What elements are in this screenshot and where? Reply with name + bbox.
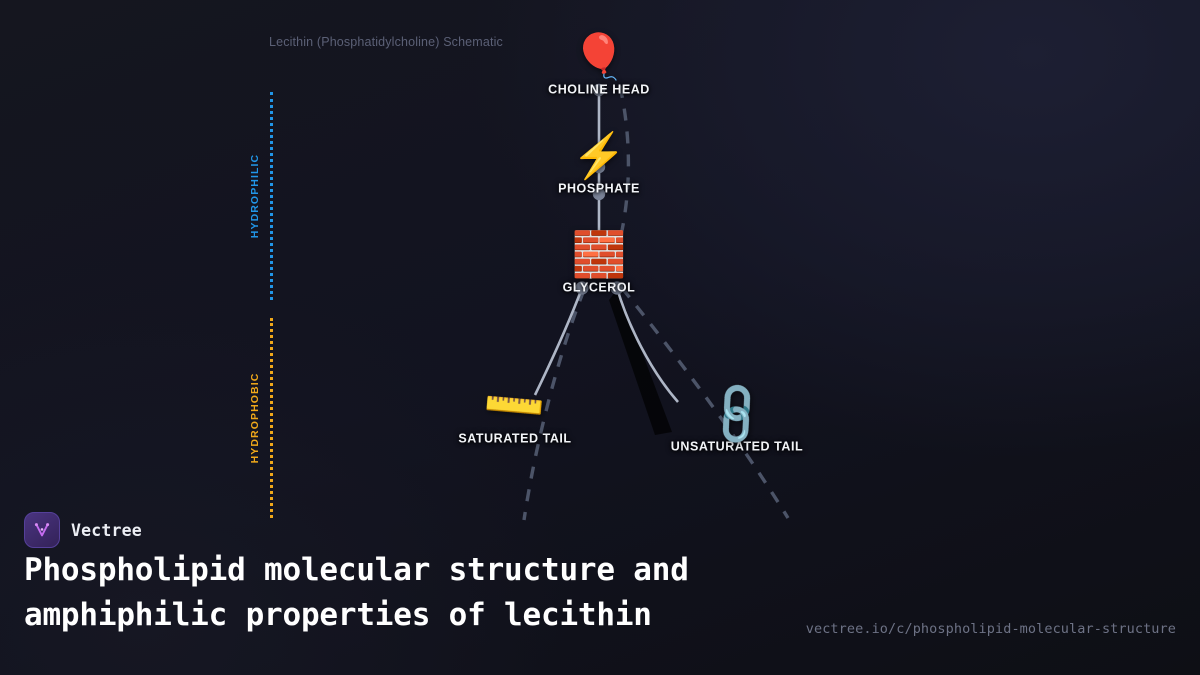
node-choline-head[interactable]: 🎈 CHOLINE HEAD bbox=[548, 32, 650, 97]
balloon-icon: 🎈 bbox=[571, 32, 627, 82]
anchor-dot bbox=[592, 187, 606, 201]
anchor-dot bbox=[592, 83, 606, 97]
anchor-dot bbox=[592, 160, 606, 174]
zone-dotted-line bbox=[270, 318, 273, 518]
node-label: CHOLINE HEAD bbox=[548, 82, 650, 97]
lightning-icon: ⚡ bbox=[571, 131, 627, 181]
tail-shadow-wedge bbox=[609, 288, 672, 435]
guide-curve-head bbox=[610, 85, 631, 269]
brick-wall-icon: 🧱 bbox=[571, 230, 627, 280]
guide-curve-right bbox=[620, 286, 790, 519]
headline: Phospholipid molecular structure and amp… bbox=[24, 552, 689, 634]
zone-label-hydrophobic: HYDROPHOBIC bbox=[249, 372, 261, 464]
zone-hydrophobic: HYDROPHOBIC bbox=[249, 318, 273, 518]
node-label: UNSATURATED TAIL bbox=[670, 439, 804, 454]
zone-hydrophilic: HYDROPHILIC bbox=[249, 92, 273, 300]
zone-dotted-line bbox=[270, 92, 273, 300]
node-label: PHOSPHATE bbox=[558, 181, 640, 196]
edge-glycerol-saturated bbox=[533, 287, 584, 396]
brand-name: Vectree bbox=[71, 520, 142, 540]
diagram-title: Lecithin (Phosphatidylcholine) Schematic bbox=[269, 35, 503, 49]
node-label: SATURATED TAIL bbox=[458, 431, 572, 446]
node-glycerol[interactable]: 🧱 GLYCEROL bbox=[562, 230, 636, 295]
node-phosphate[interactable]: ⚡ PHOSPHATE bbox=[558, 131, 640, 196]
source-url: vectree.io/c/phospholipid-molecular-stru… bbox=[805, 621, 1176, 637]
edge-glycerol-unsaturated bbox=[615, 287, 679, 403]
zone-label-hydrophilic: HYDROPHILIC bbox=[249, 153, 261, 239]
anchor-dot bbox=[610, 281, 624, 295]
node-label: GLYCEROL bbox=[562, 280, 636, 295]
anchor-dot bbox=[575, 281, 589, 295]
vectree-logo-icon bbox=[24, 512, 60, 548]
guide-curve-left bbox=[522, 289, 586, 521]
brand: Vectree bbox=[24, 512, 142, 548]
node-unsaturated-tail[interactable]: 🔗 UNSATURATED TAIL bbox=[670, 378, 804, 454]
node-saturated-tail[interactable]: 📏 SATURATED TAIL bbox=[458, 370, 572, 446]
